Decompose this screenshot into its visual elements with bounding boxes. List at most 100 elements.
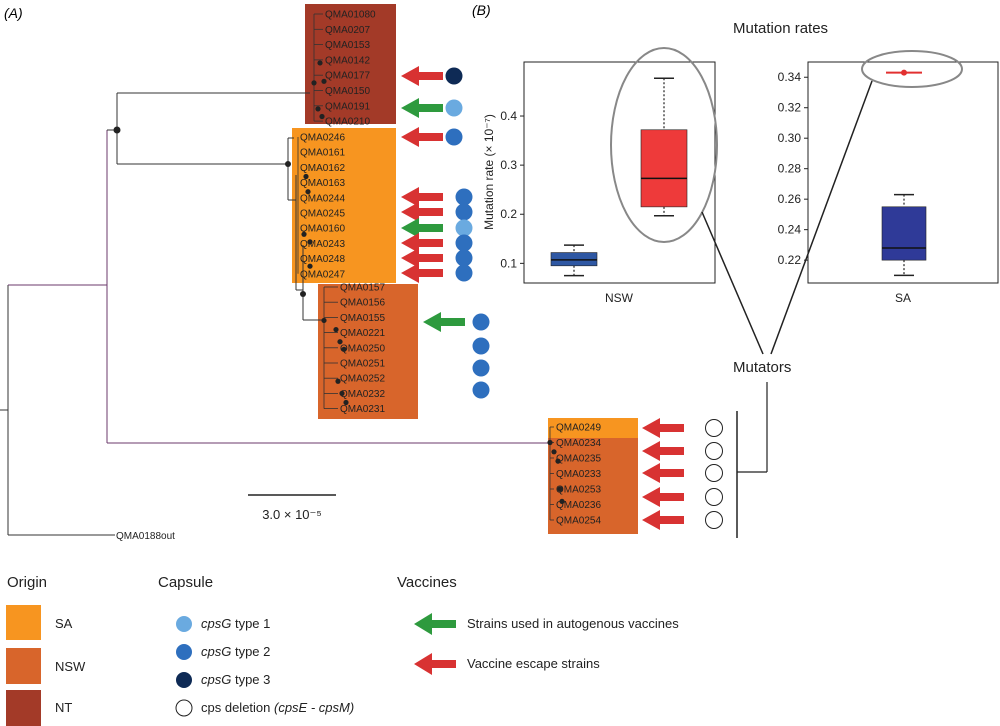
capsule-type-icon: [455, 249, 473, 267]
capsule-type-icon: [705, 511, 723, 529]
legend-capsule-title: Capsule: [158, 574, 213, 591]
y-axis-label: Mutation rate (× 10⁻⁷): [482, 114, 496, 230]
capsule-type-icon: [705, 442, 723, 460]
clade-tree-sa: QMA0246QMA0161QMA0162QMA0163QMA0244QMA02…: [297, 133, 345, 280]
leaf-label: QMA0235: [556, 454, 601, 465]
leaf-label: QMA0207: [325, 25, 370, 36]
legend-capsule-type2: cpsG type 2: [201, 644, 270, 659]
capsule-type-icon: [445, 99, 463, 117]
capsule-type-icon: [472, 313, 490, 331]
tree-node: [305, 189, 311, 195]
legend-vaccine-strains: Strains used in autogenous vaccines: [467, 616, 679, 631]
y-tick-label: 0.1: [500, 256, 517, 270]
escape-strain-arrow-icon: [642, 463, 684, 483]
leaf-label: QMA0244: [300, 193, 345, 204]
leaf-label: QMA0157: [340, 283, 385, 294]
capsule-type-icon: [472, 359, 490, 377]
escape-strain-arrow-icon: [401, 127, 443, 147]
leaf-label: QMA0243: [300, 239, 345, 250]
tree-node: [321, 78, 327, 84]
tree-node: [559, 498, 565, 504]
leaf-label: QMA0234: [556, 438, 601, 449]
box-point: [901, 69, 907, 76]
leaf-label: QMA0250: [340, 343, 385, 354]
y-tick-label: 0.26: [778, 192, 802, 206]
nsw-y-axis: 0.10.20.30.4: [500, 109, 524, 270]
y-tick-label: 0.28: [778, 162, 802, 176]
capsule-type-icon: [445, 128, 463, 146]
box-body: [881, 206, 927, 261]
legend-origin-nsw: NSW: [55, 659, 86, 674]
legend-capsule-type3: cpsG type 3: [201, 672, 270, 687]
leaf-label: QMA01080: [325, 10, 376, 21]
nsw-x-label: NSW: [605, 291, 634, 305]
tree-node: [321, 317, 327, 324]
leaf-label: QMA0221: [340, 328, 385, 339]
tree-node: [311, 80, 317, 86]
box-body: [640, 129, 688, 208]
leaf-label: QMA0150: [325, 86, 370, 97]
escape-strain-arrow-icon: [401, 66, 443, 86]
leaf-label: QMA0232: [340, 389, 385, 400]
legend-vaccines-title: Vaccines: [397, 574, 457, 591]
tree-node: [300, 291, 306, 297]
clade-tree-nt: QMA01080QMA0207QMA0153QMA0142QMA0177QMA0…: [311, 10, 376, 128]
tree-node: [317, 60, 323, 66]
tree-node: [335, 378, 341, 384]
leaf-label: QMA0247: [300, 269, 345, 280]
legend-capsule-type1-icon: [176, 616, 192, 632]
leaf-label: QMA0245: [300, 209, 345, 220]
legend-origin-nt: NT: [55, 700, 72, 715]
y-tick-label: 0.34: [778, 70, 802, 84]
y-tick-label: 0.32: [778, 101, 802, 115]
leaf-label: QMA0161: [300, 148, 345, 159]
capsule-type-icon: [705, 419, 723, 437]
tree-node: [303, 173, 309, 180]
y-tick-label: 0.2: [500, 207, 517, 221]
sa-y-axis: 0.220.240.260.280.300.320.34: [778, 70, 808, 267]
sa-mutator-highlight: [861, 50, 963, 88]
nsw-mutator-highlight: [610, 47, 718, 243]
tree-node: [285, 161, 291, 167]
tree-backbone: [0, 92, 548, 536]
mutators-label: Mutators: [733, 359, 791, 376]
escape-strain-arrow-icon: [401, 248, 443, 268]
capsule-type-icon: [455, 264, 473, 282]
legend-capsule-type3-icon: [176, 672, 192, 688]
leaf-label: QMA0236: [556, 500, 601, 511]
scale-bar-label: 3.0 × 10⁻⁵: [262, 507, 322, 522]
capsule-type-icon: [472, 337, 490, 355]
legend-swatch-nt: [6, 690, 41, 726]
leaf-label: QMA0251: [340, 359, 385, 370]
tree-node: [307, 263, 313, 269]
capsule-type-icon: [445, 67, 463, 85]
legend-capsule-type1: cpsG type 1: [201, 616, 270, 631]
connector-nsw: [701, 211, 764, 355]
panel-a-label: (A): [4, 5, 23, 21]
legend-swatch-nsw: [6, 648, 41, 684]
panel-b-title: Mutation rates: [733, 20, 828, 37]
escape-strain-arrow-icon: [642, 441, 684, 461]
capsule-type-icon: [705, 464, 723, 482]
clade-box-mutator-nsw: [548, 438, 638, 534]
leaf-label: QMA0253: [556, 485, 601, 496]
capsule-type-icon: [455, 188, 473, 206]
tree-node: [113, 126, 121, 134]
escape-strain-arrow-icon: [401, 233, 443, 253]
leaf-label: QMA0162: [300, 163, 345, 174]
tree-node: [333, 326, 339, 333]
capsule-type-icon: [455, 203, 473, 221]
escape-strain-arrow-icon: [401, 202, 443, 222]
legend-capsule-type2-icon: [176, 644, 192, 660]
outgroup-label: QMA0188out: [116, 531, 175, 542]
leaf-label: QMA0153: [325, 40, 370, 51]
legend-cps-deletion: cps deletion (cpsE - cpsM): [201, 700, 354, 715]
tree-node: [341, 346, 347, 352]
tree-node: [301, 231, 307, 237]
leaf-label: QMA0254: [556, 516, 601, 527]
capsule-type-icon: [455, 234, 473, 252]
vaccine-strain-arrow-icon: [401, 218, 443, 238]
legend-escape-strains: Vaccine escape strains: [467, 656, 600, 671]
leaf-label: QMA0191: [325, 101, 370, 112]
legend-origin-sa: SA: [55, 616, 73, 631]
